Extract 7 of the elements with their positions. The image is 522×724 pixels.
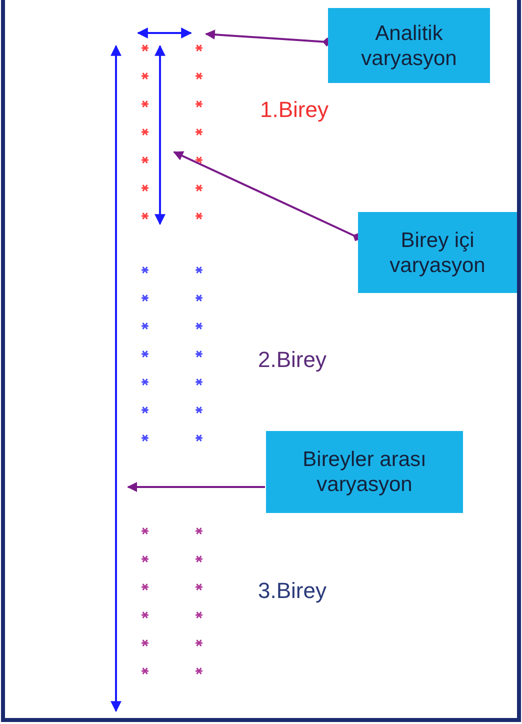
group-label: 2.Birey [258, 347, 326, 373]
group-label: 1.Birey [260, 97, 328, 123]
callout-box: Birey içi varyasyon [358, 212, 517, 293]
callout-box: Bireyler arası varyasyon [266, 431, 463, 513]
group-label: 3.Birey [258, 578, 326, 604]
leader-line [127, 482, 265, 492]
callout-box: Analitik varyasyon [328, 8, 490, 83]
